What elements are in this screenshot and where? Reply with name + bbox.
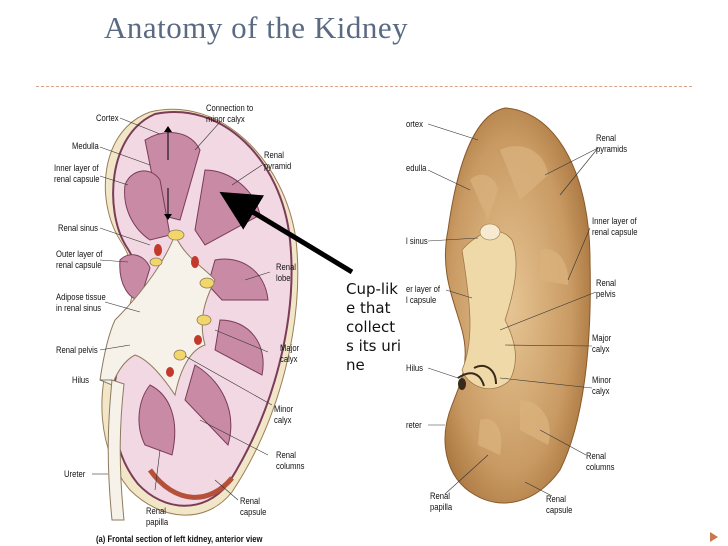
photo-vessels — [457, 365, 497, 387]
label-renal-papilla: Renal papilla — [146, 506, 169, 527]
label-renal-sinus: Renal sinus — [58, 223, 98, 233]
photo-label-ureter: reter — [406, 420, 422, 430]
photo-pyramids — [470, 146, 569, 455]
label-connection-minor-calyx: Connection to minor calyx — [206, 103, 254, 124]
label-renal-lobe: Renal lobe — [276, 262, 296, 283]
label-renal-capsule: Renal capsule — [240, 496, 267, 517]
photo-label-renal-papilla: Renal papilla — [430, 491, 453, 512]
photo-label-outer-capsule: er layer of l capsule — [406, 284, 441, 305]
photo-label-cortex: ortex — [406, 119, 424, 129]
photo-label-renal-columns: Renal columns — [586, 451, 615, 472]
right-kidney-photo — [427, 107, 599, 504]
label-outer-capsule: Outer layer of renal capsule — [56, 249, 103, 270]
right-leader-lines — [427, 123, 599, 497]
photo-label-renal-pelvis: Renal pelvis — [596, 278, 616, 299]
label-renal-pelvis: Renal pelvis — [56, 345, 98, 355]
photo-label-hilus: Hilus — [406, 363, 424, 373]
renal-pyramids — [119, 132, 269, 456]
label-renal-pyramid: Renal pyramid — [264, 150, 292, 171]
label-inner-capsule: Inner layer of renal capsule — [54, 163, 100, 184]
photo-renal-sinus — [461, 231, 517, 389]
photo-label-renal-capsule: Renal capsule — [546, 494, 573, 515]
photo-label-minor-calyx: Minor calyx — [592, 375, 612, 396]
ureter — [107, 379, 125, 521]
label-adipose-tissue: Adipose tissue in renal sinus — [56, 292, 106, 313]
slide-bullet-icon — [710, 532, 718, 542]
callout-text: Cup-like that collects its urine — [346, 280, 402, 374]
photo-label-medulla: edulla — [406, 163, 427, 173]
photo-label-renal-pyramids: Renal pyramids — [596, 133, 628, 154]
title-divider — [36, 86, 692, 87]
label-cortex: Cortex — [96, 113, 119, 123]
label-major-calyx: Major calyx — [280, 343, 300, 364]
label-ureter: Ureter — [64, 469, 86, 479]
photo-label-sinus: l sinus — [406, 236, 428, 246]
label-minor-calyx: Minor calyx — [274, 404, 294, 425]
left-leader-lines — [92, 117, 273, 501]
label-renal-columns: Renal columns — [276, 450, 305, 471]
photo-label-inner-capsule: Inner layer of renal capsule — [592, 216, 638, 237]
renal-capsule-edge — [147, 468, 234, 500]
photo-kidney-body — [444, 107, 591, 504]
photo-label-major-calyx: Major calyx — [592, 333, 612, 354]
slide-title: Anatomy of the Kidney — [104, 10, 409, 45]
label-medulla: Medulla — [72, 141, 99, 151]
renal-vessels — [154, 244, 202, 377]
callout-arrow — [219, 191, 354, 275]
diagram-caption: (a) Frontal section of left kidney, ante… — [96, 534, 263, 544]
label-hilus: Hilus — [72, 375, 90, 385]
minor-calyces — [149, 229, 215, 361]
